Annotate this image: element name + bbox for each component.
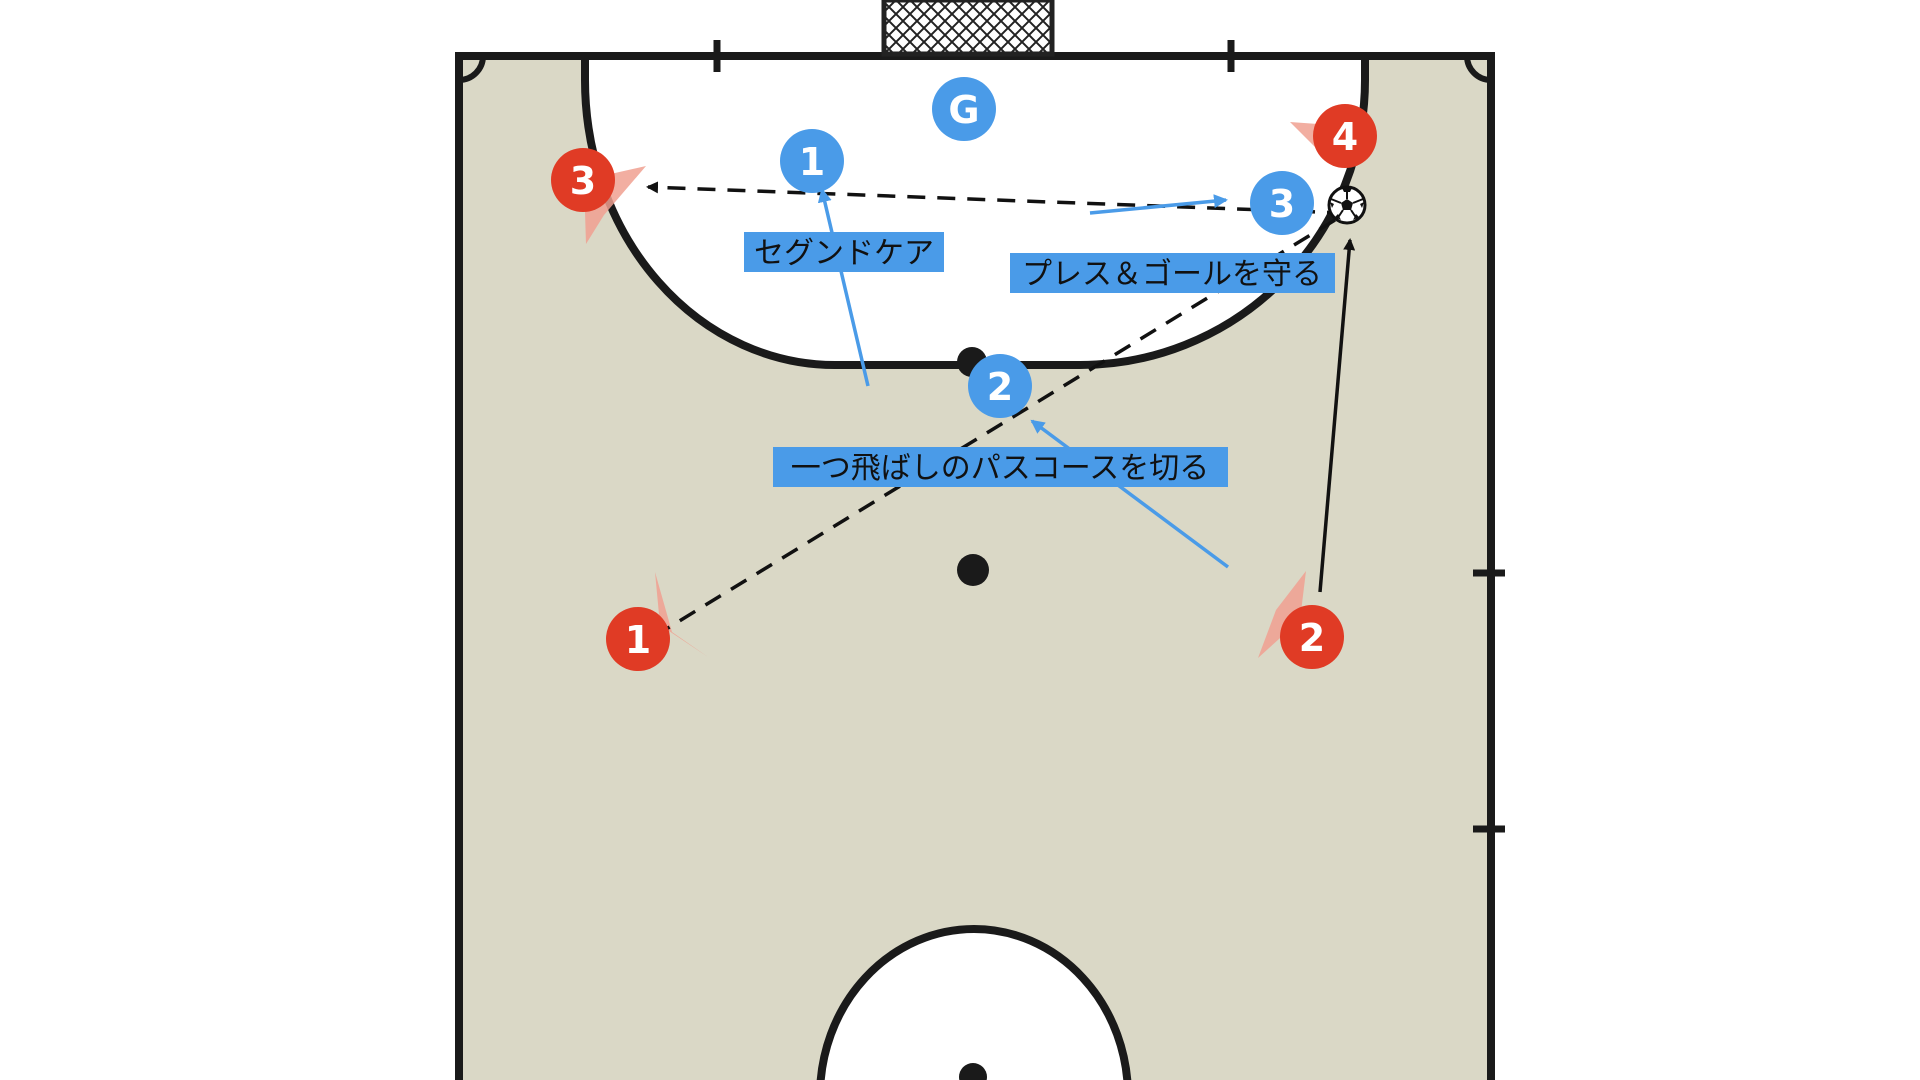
move-arrow-defender-3	[1089, 194, 1228, 215]
facing-cone-attacker-1	[655, 572, 708, 657]
label-cut-pass-text: 一つ飛ばしのパスコースを切る	[791, 451, 1210, 486]
svg-text:1: 1	[625, 618, 651, 662]
corner-arc-right	[1464, 55, 1492, 83]
svg-text:2: 2	[1299, 616, 1325, 660]
attacker-2[interactable]: 2	[1280, 605, 1344, 669]
defender-3[interactable]: 3	[1250, 171, 1314, 235]
defender-move-arrows	[817, 188, 1230, 569]
svg-text:4: 4	[1332, 115, 1358, 159]
label-press-goal-text: プレス＆ゴールを守る	[1022, 257, 1322, 292]
label-second-care: セグンドケア	[744, 232, 944, 272]
defender-g[interactable]: G	[932, 77, 996, 141]
court	[455, 40, 1505, 1080]
svg-text:1: 1	[799, 140, 825, 184]
facing-cone-attacker-2	[1258, 571, 1306, 658]
defender-1[interactable]: 1	[780, 129, 844, 193]
attacker-1[interactable]: 1	[606, 607, 670, 671]
label-cut-pass: 一つ飛ばしのパスコースを切る	[773, 447, 1228, 487]
attacker-3[interactable]: 3	[551, 148, 615, 212]
label-press-goal: プレス＆ゴールを守る	[1010, 253, 1335, 293]
label-second-care-text: セグンドケア	[754, 236, 934, 271]
goal-net-icon	[881, 0, 1055, 57]
run-arrow-attacker-2	[1318, 238, 1356, 593]
second-penalty-spot	[957, 554, 989, 586]
center-spot	[959, 1063, 987, 1080]
pass-line-to-attacker-3	[646, 181, 1346, 215]
corner-arc-left	[458, 55, 486, 83]
svg-text:3: 3	[1269, 182, 1295, 226]
svg-text:3: 3	[570, 159, 596, 203]
move-arrow-defender-1	[817, 188, 870, 387]
center-circle	[816, 925, 1132, 1080]
defender-2[interactable]: 2	[968, 354, 1032, 418]
svg-text:G: G	[948, 88, 979, 132]
soccer-ball-icon[interactable]	[1327, 185, 1367, 225]
svg-text:2: 2	[987, 365, 1013, 409]
move-arrow-defender-2	[1030, 419, 1230, 569]
attacker-4[interactable]: 4	[1313, 104, 1377, 168]
